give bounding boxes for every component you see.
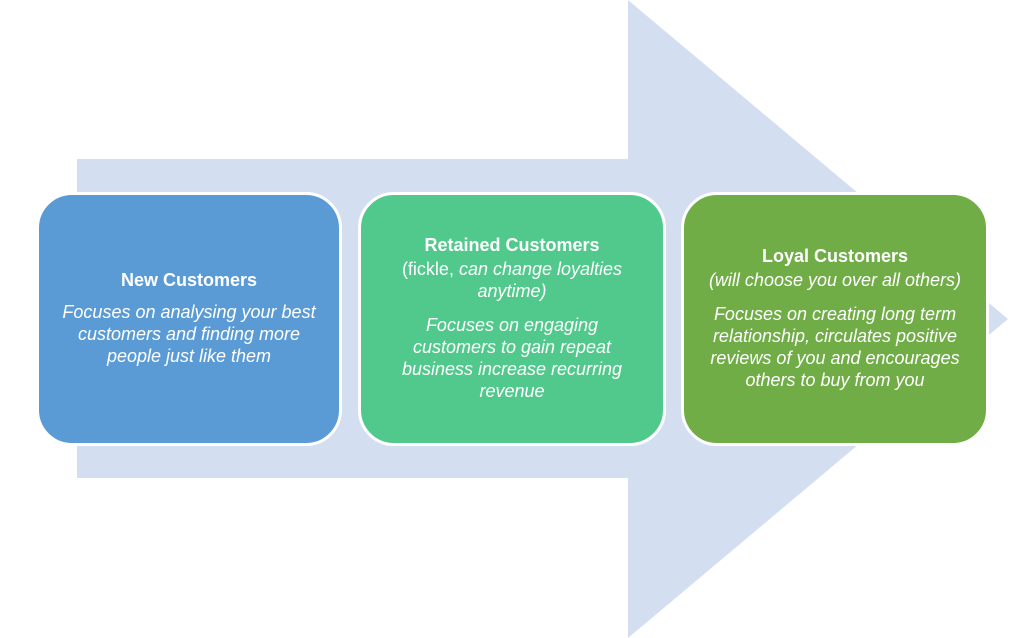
retained-subtitle-plain: (fickle, <box>401 259 454 280</box>
loyal-customers-description: Focuses on creating long term relationsh… <box>710 304 960 390</box>
loyal-customers-card: Loyal Customers (will choose you over al… <box>681 192 989 446</box>
retained-customers-description: Focuses on engaging customers to gain re… <box>401 315 623 401</box>
loyal-subtitle-italic: (will choose you over all others) <box>708 270 962 291</box>
loyal-customers-title: Loyal Customers <box>761 246 909 267</box>
retained-customers-card: Retained Customers (fickle, can change l… <box>358 192 666 446</box>
retained-subtitle-italic: can change loyalties anytime) <box>453 259 623 302</box>
new-customers-description: Focuses on analysing your best customers… <box>62 302 316 366</box>
retained-customers-subtitle: (fickle, can change loyalties anytime) <box>383 259 641 303</box>
loyal-customers-subtitle: (will choose you over all others) <box>709 270 961 292</box>
retained-customers-title: Retained Customers <box>424 235 600 256</box>
new-customers-title: New Customers <box>120 270 258 291</box>
new-customers-card: New Customers Focuses on analysing your … <box>36 192 342 446</box>
